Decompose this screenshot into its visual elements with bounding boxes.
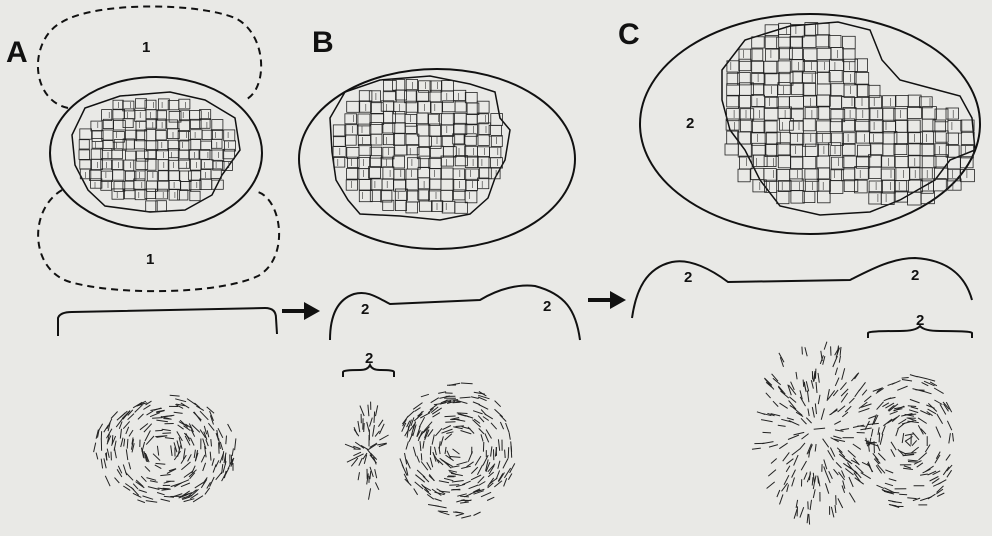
panel-a-label-top: 1 <box>142 39 150 56</box>
panel-c-label-right: 2 <box>911 267 919 284</box>
panel-b-brace <box>343 365 394 377</box>
panel-a-lower-dashed-outline <box>38 190 279 291</box>
panel-b-letter: B <box>312 26 334 59</box>
panel-c-label-oval: 2 <box>686 115 694 132</box>
panel-c: 2 2 2 2 <box>632 14 980 525</box>
arrow-right-icon <box>588 291 626 309</box>
panel-a: 1 1 <box>38 6 279 502</box>
panel-b-label-left: 2 <box>361 301 369 318</box>
panel-b-cell-sheet <box>330 76 510 220</box>
panel-c-profile-outline <box>632 258 972 318</box>
panel-a-letter: A <box>6 36 28 69</box>
panel-b-cell-texture <box>333 79 502 213</box>
panel-b: 2 2 2 <box>299 69 580 518</box>
panel-a-orientation-pattern <box>94 395 236 502</box>
panel-c-letter: C <box>618 18 640 51</box>
panel-b-label-right: 2 <box>543 298 551 315</box>
panel-a-profile-outline <box>58 308 277 336</box>
panel-a-upper-dashed-outline <box>38 6 261 108</box>
panel-b-oval <box>299 69 575 249</box>
arrow-right-icon <box>282 302 320 320</box>
panel-c-label-left: 2 <box>684 269 692 286</box>
panel-b-orientation-pattern <box>345 383 515 518</box>
panel-c-orientation-pattern <box>752 342 954 525</box>
panel-a-label-bottom: 1 <box>146 251 154 268</box>
